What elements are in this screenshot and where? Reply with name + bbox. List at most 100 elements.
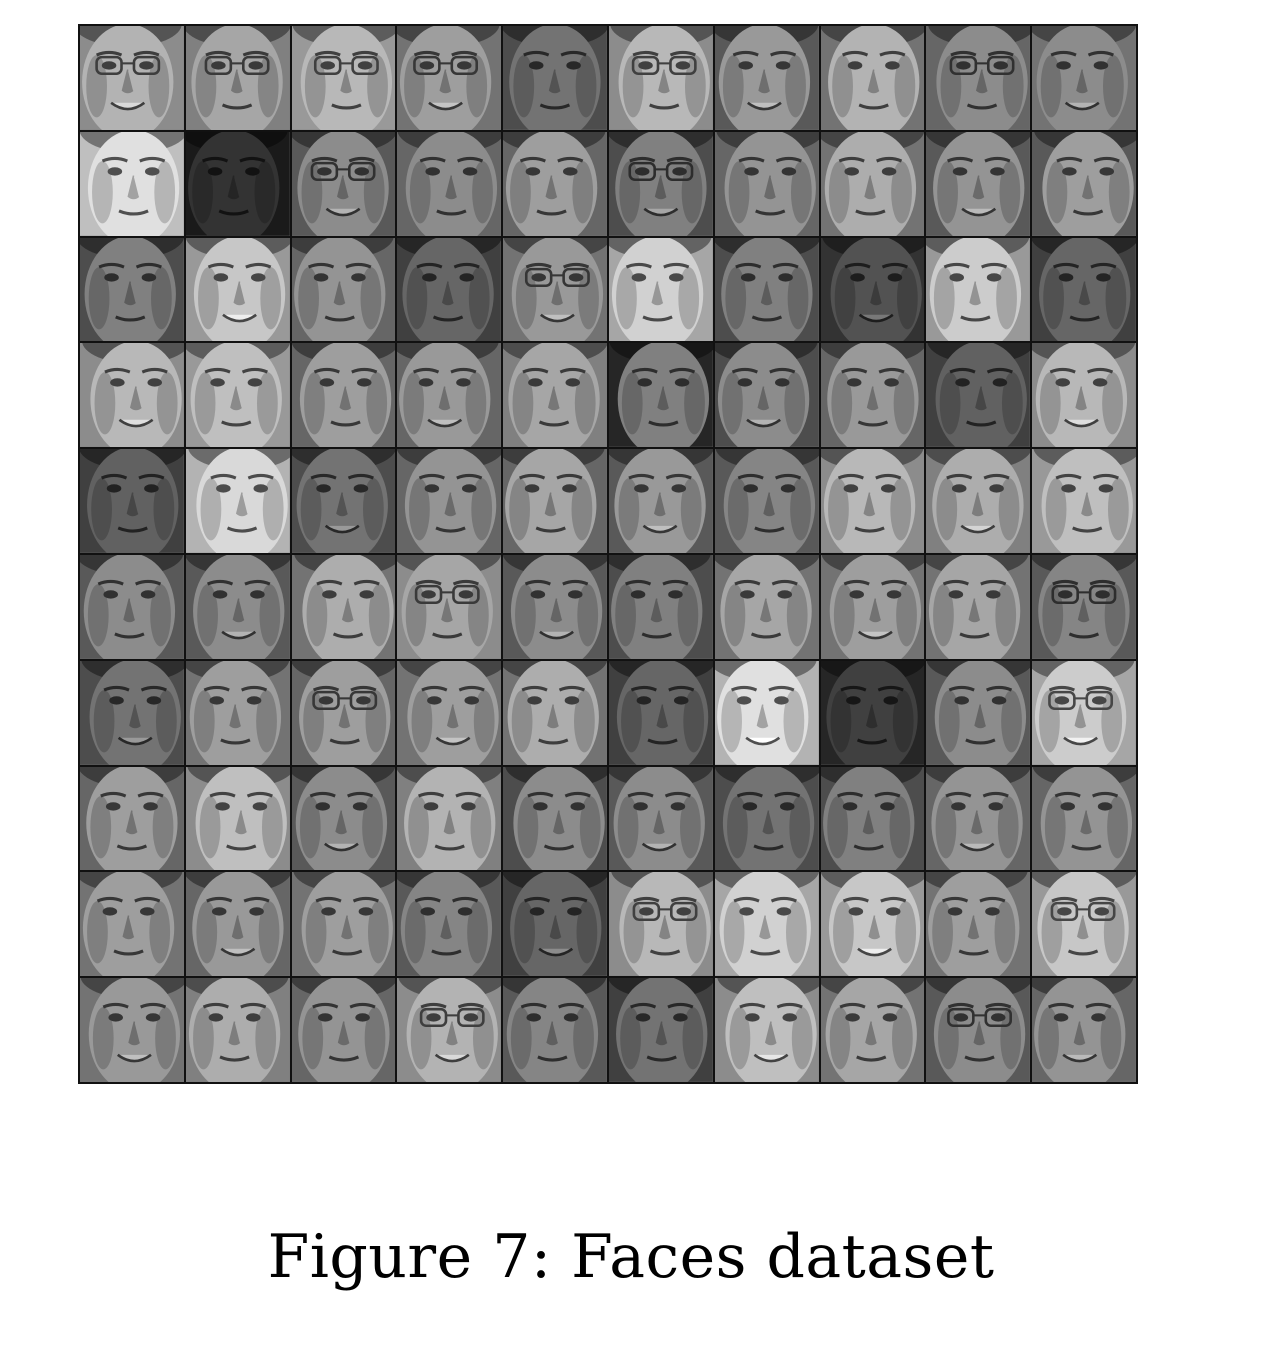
face-thumbnail	[503, 237, 607, 342]
face-thumbnail	[397, 237, 502, 342]
face-thumbnail	[1032, 872, 1136, 977]
face-thumbnail	[503, 449, 607, 553]
face-thumbnail	[291, 660, 396, 765]
face-thumbnail	[820, 660, 925, 765]
face-thumbnail	[609, 26, 713, 130]
face-thumbnail	[503, 872, 607, 977]
face-thumbnail	[1032, 26, 1136, 130]
face-thumbnail	[185, 131, 290, 236]
face-thumbnail	[926, 555, 1031, 659]
face-thumbnail	[714, 555, 819, 659]
face-thumbnail	[609, 978, 713, 1082]
face-thumbnail	[185, 872, 290, 977]
face-thumbnail	[1032, 766, 1136, 871]
face-thumbnail	[397, 131, 502, 236]
face-thumbnail	[185, 26, 290, 130]
face-thumbnail	[185, 449, 290, 553]
face-thumbnail	[80, 131, 184, 236]
face-thumbnail	[714, 978, 819, 1082]
face-thumbnail	[1032, 237, 1136, 342]
figure-caption: Figure 7: Faces dataset	[267, 1222, 995, 1292]
face-thumbnail	[397, 449, 502, 553]
face-thumbnail	[714, 872, 819, 977]
face-thumbnail	[503, 978, 607, 1082]
face-thumbnail	[80, 343, 184, 448]
face-thumbnail	[714, 343, 819, 448]
face-thumbnail	[1032, 555, 1136, 659]
face-thumbnail	[291, 26, 396, 130]
face-thumbnail	[926, 978, 1031, 1082]
face-thumbnail	[291, 131, 396, 236]
face-thumbnail	[80, 766, 184, 871]
face-thumbnail	[80, 237, 184, 342]
face-thumbnail	[185, 766, 290, 871]
face-thumbnail	[397, 978, 502, 1082]
face-thumbnail	[714, 26, 819, 130]
face-thumbnail	[926, 343, 1031, 448]
face-thumbnail	[714, 766, 819, 871]
face-thumbnail	[1032, 343, 1136, 448]
face-thumbnail	[185, 343, 290, 448]
face-thumbnail	[820, 978, 925, 1082]
face-thumbnail	[397, 343, 502, 448]
face-thumbnail	[503, 131, 607, 236]
face-thumbnail	[291, 766, 396, 871]
face-thumbnail	[609, 660, 713, 765]
face-thumbnail	[609, 766, 713, 871]
face-thumbnail	[609, 237, 713, 342]
face-thumbnail	[1032, 449, 1136, 553]
face-thumbnail	[1032, 660, 1136, 765]
face-thumbnail	[291, 555, 396, 659]
face-thumbnail	[397, 872, 502, 977]
face-thumbnail	[820, 131, 925, 236]
face-thumbnail	[609, 343, 713, 448]
face-thumbnail	[714, 660, 819, 765]
face-thumbnail	[80, 449, 184, 553]
face-thumbnail	[926, 131, 1031, 236]
face-thumbnail	[80, 26, 184, 130]
face-thumbnail	[926, 26, 1031, 130]
face-thumbnail	[820, 343, 925, 448]
face-thumbnail	[1032, 978, 1136, 1082]
face-thumbnail	[820, 555, 925, 659]
face-thumbnail	[926, 237, 1031, 342]
face-thumbnail	[397, 766, 502, 871]
face-thumbnail	[820, 26, 925, 130]
face-thumbnail	[609, 449, 713, 553]
face-thumbnail	[185, 237, 290, 342]
face-thumbnail	[80, 872, 184, 977]
face-thumbnail	[926, 872, 1031, 977]
face-thumbnail	[820, 237, 925, 342]
face-thumbnail	[291, 872, 396, 977]
face-thumbnail	[185, 660, 290, 765]
face-thumbnail	[609, 131, 713, 236]
face-thumbnail	[503, 343, 607, 448]
face-thumbnail	[291, 237, 396, 342]
face-thumbnail	[820, 449, 925, 553]
face-thumbnail	[503, 26, 607, 130]
face-thumbnail	[503, 766, 607, 871]
face-thumbnail	[397, 555, 502, 659]
face-thumbnail	[291, 343, 396, 448]
face-thumbnail	[609, 555, 713, 659]
face-thumbnail	[291, 449, 396, 553]
face-thumbnail	[926, 766, 1031, 871]
face-thumbnail	[185, 555, 290, 659]
face-thumbnail	[926, 449, 1031, 553]
face-thumbnail	[397, 660, 502, 765]
face-thumbnail	[820, 872, 925, 977]
face-thumbnail	[1032, 131, 1136, 236]
face-thumbnail	[714, 131, 819, 236]
face-thumbnail	[820, 766, 925, 871]
face-thumbnail	[185, 978, 290, 1082]
face-thumbnail	[397, 26, 502, 130]
face-thumbnail	[503, 660, 607, 765]
face-thumbnail	[503, 555, 607, 659]
face-thumbnail	[714, 449, 819, 553]
face-thumbnail	[609, 872, 713, 977]
face-thumbnail	[926, 660, 1031, 765]
face-thumbnail	[80, 978, 184, 1082]
face-thumbnail	[80, 555, 184, 659]
face-thumbnail	[714, 237, 819, 342]
faces-grid	[78, 24, 1138, 1084]
